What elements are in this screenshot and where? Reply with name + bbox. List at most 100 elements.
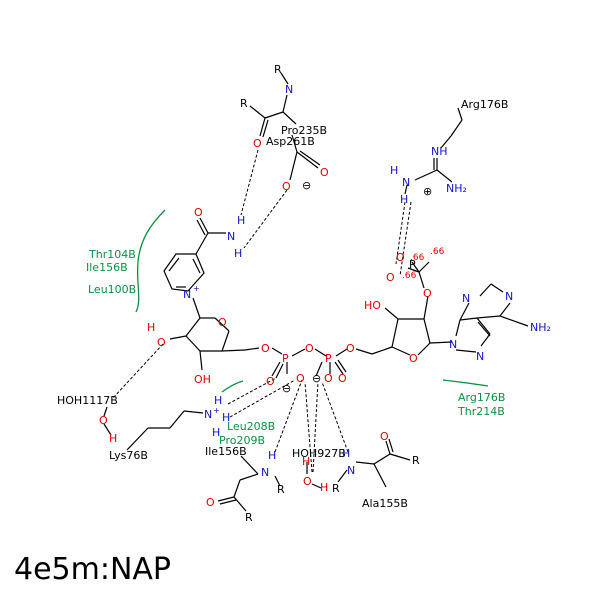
covalent-bond [373, 453, 391, 465]
atom-label-o: O [266, 375, 275, 388]
residue-label-lys76: Lys76B [109, 449, 148, 462]
covalent-bond [185, 335, 201, 352]
atom-label-plus: + [213, 406, 220, 415]
atom-label-o: O [296, 372, 305, 385]
atom-label-distance: .66 [402, 271, 417, 281]
covalent-bond [389, 453, 411, 461]
atom-label-o: O [380, 430, 389, 443]
atom-label-n: N [183, 288, 191, 301]
covalent-bond [103, 423, 112, 436]
hydrophobic-arc-arg176 [442, 379, 489, 387]
atom-label-r: R [412, 454, 420, 467]
covalent-bond [459, 317, 478, 321]
covalent-bond [457, 107, 463, 121]
covalent-bond [407, 267, 420, 273]
atom-label-n: N [261, 466, 269, 479]
atom-label-o: O [396, 251, 405, 264]
covalent-bond [373, 463, 387, 488]
atom-label-nh: NH [431, 145, 448, 158]
covalent-bond [455, 319, 461, 337]
covalent-bond [169, 335, 187, 340]
atom-label-o: O [338, 372, 347, 385]
atom-label-n: N [449, 338, 457, 351]
covalent-bond [429, 341, 453, 344]
residue-label-asp261: Asp261B [266, 135, 315, 148]
covalent-bond [299, 150, 321, 166]
covalent-bond [249, 105, 266, 119]
covalent-bond [417, 342, 431, 356]
covalent-bond [282, 111, 297, 125]
covalent-bond [384, 307, 399, 320]
covalent-bond [371, 346, 393, 355]
residue-label-leu100: Leu100B [88, 283, 136, 296]
atom-label-nh2: NH₂ [446, 182, 467, 195]
covalent-bond [411, 261, 420, 273]
covalent-bond [334, 361, 344, 375]
atom-label-h: H [237, 214, 245, 227]
covalent-bond [274, 475, 281, 487]
residue-label-hoh927: HOH927B [292, 447, 346, 460]
atom-label-p: P [409, 258, 416, 271]
covalent-bond [440, 135, 452, 149]
atom-label-minus: ⊖ [302, 179, 311, 192]
covalent-bond [499, 315, 529, 327]
atom-label-n: N [476, 350, 484, 363]
diagram-title: 4e5m:NAP [14, 552, 172, 587]
hydrophobic-arc-thr104 [135, 209, 166, 313]
atom-label-n: N [505, 290, 513, 303]
covalent-bond [499, 302, 511, 317]
residue-label-arg176-top: Arg176B [461, 98, 508, 111]
covalent-bond [314, 348, 327, 357]
covalent-bond [476, 317, 491, 335]
atom-label-h: H [320, 481, 328, 494]
atom-label-minus: ⊖ [282, 382, 291, 395]
atom-label-o: O [157, 336, 166, 349]
covalent-bond [291, 134, 298, 153]
covalent-bond [169, 410, 185, 429]
atom-label-o: O [324, 372, 333, 385]
covalent-bond [337, 359, 347, 373]
covalent-bond [311, 483, 322, 489]
covalent-bond [391, 318, 399, 348]
covalent-bond [459, 302, 470, 321]
atom-label-h: H [212, 426, 220, 439]
covalent-bond [219, 499, 237, 505]
atom-label-h: H [109, 432, 117, 445]
covalent-bond [244, 347, 260, 351]
covalent-bond [271, 347, 283, 355]
covalent-bond [214, 317, 230, 332]
atom-label-r: R [332, 482, 340, 495]
covalent-bond [490, 283, 504, 293]
atom-label-o: O [194, 206, 203, 219]
atom-label-r: R [245, 511, 253, 524]
covalent-bond [264, 111, 284, 119]
atom-label-h: H [342, 447, 350, 460]
atom-label-n: N [462, 292, 470, 305]
covalent-bond [192, 297, 201, 319]
atom-label-circled_plus: ⊕ [423, 185, 432, 198]
atom-label-o: O [218, 316, 227, 329]
residue-label-pro209: Pro209B [219, 434, 265, 447]
residue-label-ile156-bb: Ile156B [205, 445, 247, 458]
covalent-bond [414, 169, 438, 181]
covalent-bond [199, 350, 203, 371]
covalent-bond [337, 469, 348, 483]
covalent-bond [335, 348, 348, 357]
covalent-bond [455, 349, 477, 353]
atom-label-ho: HO [364, 299, 381, 312]
atom-label-o: O [320, 166, 329, 179]
covalent-bond [355, 461, 375, 465]
atom-label-plus: + [193, 284, 200, 293]
covalent-bond [418, 261, 430, 273]
residue-label-ala155: Ala155B [362, 497, 408, 510]
atom-label-r: R [277, 483, 285, 496]
hydrogen-bond [304, 381, 313, 473]
covalent-bond [240, 455, 259, 475]
covalent-bond [185, 317, 201, 337]
covalent-bond [168, 257, 180, 272]
hydrogen-bond [312, 381, 319, 473]
hydrogen-bond [243, 189, 288, 249]
atom-label-n: N [347, 464, 355, 477]
atom-label-o: O [409, 352, 418, 365]
